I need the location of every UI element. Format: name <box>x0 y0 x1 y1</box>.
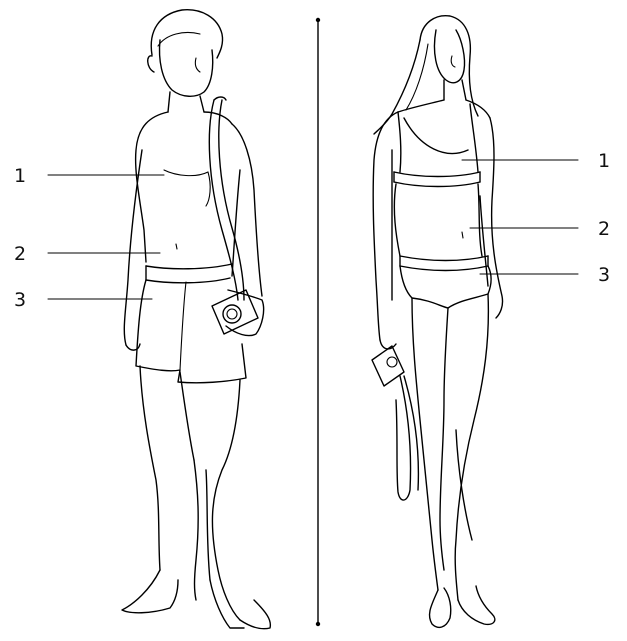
left-callout-2: 2 <box>14 243 160 265</box>
center-divider <box>316 18 320 626</box>
left-callout-3: 3 <box>14 289 152 311</box>
callout-number: 2 <box>14 243 26 265</box>
female-figure <box>372 16 503 628</box>
callout-number: 3 <box>598 264 610 286</box>
callout-number: 2 <box>598 218 610 240</box>
callout-number: 1 <box>598 150 610 172</box>
callout-number: 3 <box>14 289 26 311</box>
callout-number: 1 <box>14 165 26 187</box>
left-callout-1: 1 <box>14 165 164 187</box>
right-callout-1: 1 <box>462 150 610 172</box>
male-figure <box>122 10 270 629</box>
